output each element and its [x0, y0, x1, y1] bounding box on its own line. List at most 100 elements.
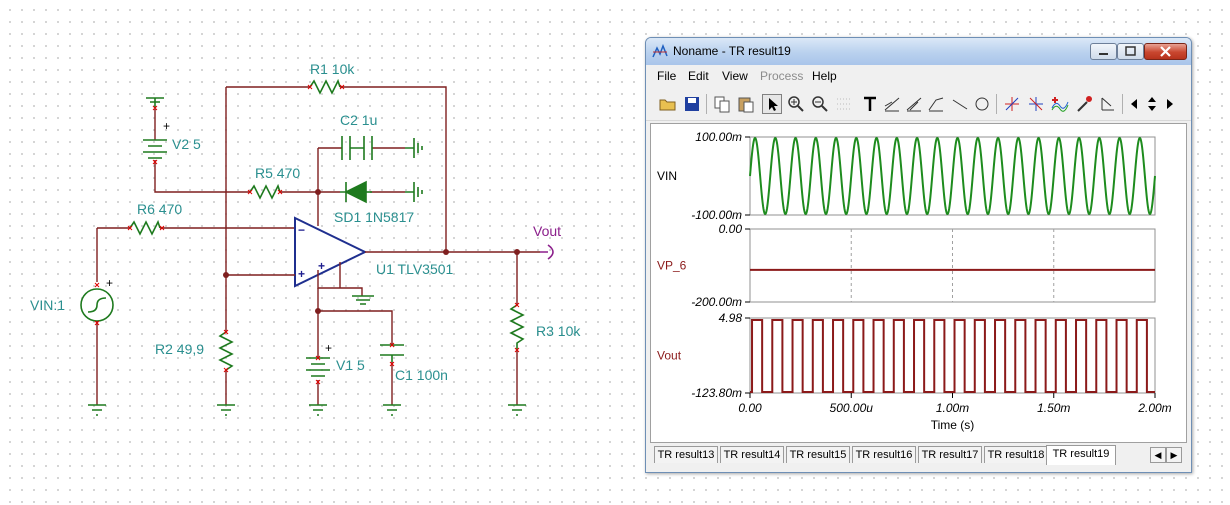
add-curve-icon[interactable]: [1050, 94, 1070, 114]
zoom-in-icon[interactable]: [786, 94, 806, 114]
toolbar: [646, 86, 1191, 121]
scroll-left-icon[interactable]: [1126, 94, 1142, 114]
label-r5: R5 470: [255, 165, 300, 181]
cursor-b-icon[interactable]: [1026, 94, 1046, 114]
menu-process[interactable]: Process: [760, 69, 804, 83]
resistor-r6: [129, 219, 161, 236]
maximize-button[interactable]: [1117, 43, 1144, 60]
cursor-a-icon[interactable]: [1002, 94, 1022, 114]
svg-text:+: +: [318, 259, 325, 273]
step-icon[interactable]: [1098, 94, 1118, 114]
cursor-tool-a-icon[interactable]: [882, 94, 902, 114]
tab-tr-result13[interactable]: TR result13: [654, 446, 718, 463]
tr-result-window[interactable]: Noname - TR result19 File Edit View Proc…: [645, 37, 1192, 473]
x-tick-label: 2.00m: [1137, 401, 1171, 415]
scroll-right-icon[interactable]: [1162, 94, 1178, 114]
waveform-plot[interactable]: 100.00m-100.00mVIN0.00-200.00mVP_64.98-1…: [651, 124, 1186, 442]
svg-text:+: +: [325, 341, 332, 355]
battery-v2: [143, 139, 167, 159]
vout-waveform: [750, 319, 1155, 393]
y-tick-label: 4.98: [719, 311, 743, 325]
series-label: VIN: [657, 169, 677, 183]
x-axis-label: Time (s): [931, 418, 975, 432]
y-tick-label: 100.00m: [695, 130, 742, 144]
svg-text:−: −: [298, 223, 305, 237]
resistor-r1: [309, 78, 341, 95]
y-tick-label: -200.00m: [691, 295, 742, 309]
label-vin: VIN:1: [30, 297, 65, 313]
tab-tr-result14[interactable]: TR result14: [720, 446, 784, 463]
vout-marker: [540, 244, 554, 260]
menu-bar: File Edit View Process Help: [646, 65, 1191, 86]
vin-waveform: [749, 136, 1156, 216]
label-sd1: SD1 1N5817: [334, 209, 414, 225]
result-tabs: TR result13 TR result14 TR result15 TR r…: [650, 444, 1185, 466]
label-c1: C1 100n: [395, 367, 448, 383]
zoom-out-icon[interactable]: [810, 94, 830, 114]
minimize-button[interactable]: [1090, 43, 1117, 60]
series-label: Vout: [657, 349, 682, 363]
resistor-r5: [249, 183, 281, 200]
minimize-icon: [1099, 53, 1108, 55]
line-icon[interactable]: [950, 94, 970, 114]
scroll-updown-icon[interactable]: [1144, 94, 1160, 114]
label-u1: U1 TLV3501: [376, 261, 454, 277]
svg-text:+: +: [298, 267, 305, 281]
label-v1: V1 5: [336, 357, 365, 373]
x-tick-label: 500.00u: [830, 401, 874, 415]
close-button[interactable]: [1144, 43, 1187, 60]
x-tick-label: 1.50m: [1037, 401, 1070, 415]
tab-tr-result16[interactable]: TR result16: [852, 446, 916, 463]
save-icon[interactable]: [682, 94, 702, 114]
probe-icon[interactable]: [1074, 94, 1094, 114]
open-icon[interactable]: [658, 94, 678, 114]
close-icon: [1160, 46, 1171, 57]
label-vout: Vout: [533, 223, 561, 239]
tab-tr-result17[interactable]: TR result17: [918, 446, 982, 463]
title-bar[interactable]: Noname - TR result19: [646, 38, 1191, 65]
maximize-icon: [1125, 46, 1136, 56]
svg-text:+: +: [163, 119, 170, 133]
menu-file[interactable]: File: [657, 69, 677, 83]
panel-frame: [749, 317, 1156, 394]
paste-icon[interactable]: [736, 94, 756, 114]
tab-tr-result18[interactable]: TR result18: [984, 446, 1048, 463]
text-icon[interactable]: [860, 94, 880, 114]
copy-icon[interactable]: [712, 94, 732, 114]
battery-v1: [306, 357, 330, 377]
tab-scroll-right-icon[interactable]: ▶: [1166, 447, 1182, 463]
cursor-tool-c-icon[interactable]: [926, 94, 946, 114]
capacitor-c1: [380, 344, 404, 362]
x-tick-label: 0.00: [738, 401, 762, 415]
y-tick-label: -123.80m: [691, 386, 742, 400]
cursor-tool-b-icon[interactable]: [904, 94, 924, 114]
label-c2: C2 1u: [340, 112, 377, 128]
window-title: Noname - TR result19: [673, 44, 791, 58]
tab-scroll-left-icon[interactable]: ◀: [1150, 447, 1166, 463]
app-icon: [652, 44, 668, 58]
grid-icon[interactable]: [834, 94, 854, 114]
select-pointer-icon[interactable]: [762, 94, 782, 114]
series-label: VP_6: [657, 259, 687, 273]
ground-symbols: [88, 404, 526, 416]
svg-text:+: +: [106, 276, 113, 290]
y-tick-label: 0.00: [719, 222, 743, 236]
label-r1: R1 10k: [310, 61, 355, 77]
circle-icon[interactable]: [972, 94, 992, 114]
resistor-r3: [509, 304, 525, 350]
label-r3: R3 10k: [536, 323, 581, 339]
x-tick-label: 1.00m: [936, 401, 969, 415]
ground-v2-top: [146, 97, 164, 108]
circuit-schematic[interactable]: R1 10k + V2 5 R5 470 C2 1u SD1 1N5817 R6…: [0, 0, 630, 505]
tab-tr-result19[interactable]: TR result19: [1046, 445, 1116, 465]
label-r6: R6 470: [137, 201, 182, 217]
menu-view[interactable]: View: [722, 69, 748, 83]
menu-edit[interactable]: Edit: [688, 69, 709, 83]
tab-tr-result15[interactable]: TR result15: [786, 446, 850, 463]
menu-help[interactable]: Help: [812, 69, 837, 83]
capacitor-c2: [341, 136, 351, 160]
label-r2: R2 49,9: [155, 341, 204, 357]
label-v2: V2 5: [172, 136, 201, 152]
opamp-u1: [294, 216, 368, 288]
